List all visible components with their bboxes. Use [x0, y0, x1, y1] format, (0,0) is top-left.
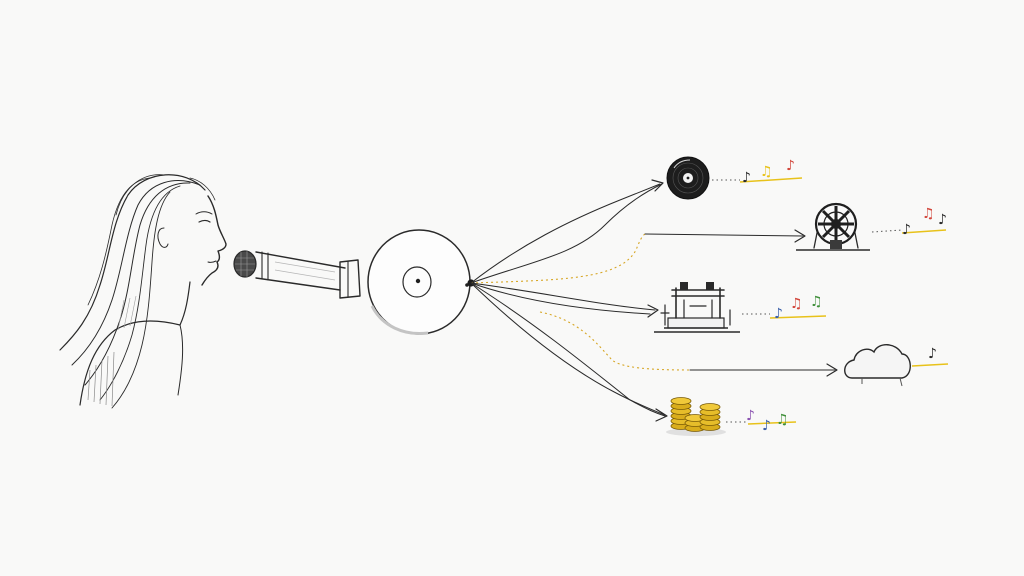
singer-icon — [59, 174, 227, 409]
connector-lines — [467, 179, 838, 422]
music-notes: ♪ ♫ ♪ — [742, 158, 795, 186]
cloud-icon — [844, 344, 911, 387]
music-note: ♪ — [928, 346, 937, 362]
stage-icon — [654, 282, 740, 333]
microphone-icon — [233, 250, 361, 299]
music-notes: ♪ ♫ ♪ — [902, 206, 947, 238]
coin-stacks-icon — [666, 397, 726, 436]
destination-vinyl: ♪ ♫ ♪ — [666, 156, 803, 200]
destination-cloud: ♪ — [844, 344, 949, 387]
destination-stage: ♪ ♫ ♫ — [654, 282, 827, 333]
destination-coins: ♪ ♪ ♫ — [666, 397, 797, 436]
film-reel-icon — [796, 202, 870, 251]
vinyl-record-icon — [666, 156, 710, 200]
music-note: ♪ — [938, 212, 947, 228]
music-note: ♪ — [746, 408, 755, 424]
music-note: ♪ — [774, 306, 783, 322]
music-note: ♫ — [776, 412, 789, 428]
music-notes: ♪ ♪ ♫ — [746, 408, 789, 434]
music-note: ♫ — [790, 296, 803, 312]
music-note: ♫ — [922, 206, 935, 222]
music-note: ♪ — [762, 418, 771, 434]
music-note: ♫ — [810, 294, 823, 310]
destination-film-reel: ♪ ♫ ♪ — [796, 202, 947, 251]
music-note: ♫ — [760, 164, 773, 180]
vinyl-record-icon — [367, 229, 471, 336]
music-note: ♪ — [742, 170, 751, 186]
music-notes: ♪ ♫ ♫ — [774, 294, 823, 322]
music-notes: ♪ — [928, 346, 937, 362]
music-note: ♪ — [786, 158, 795, 174]
music-note: ♪ — [902, 222, 911, 238]
